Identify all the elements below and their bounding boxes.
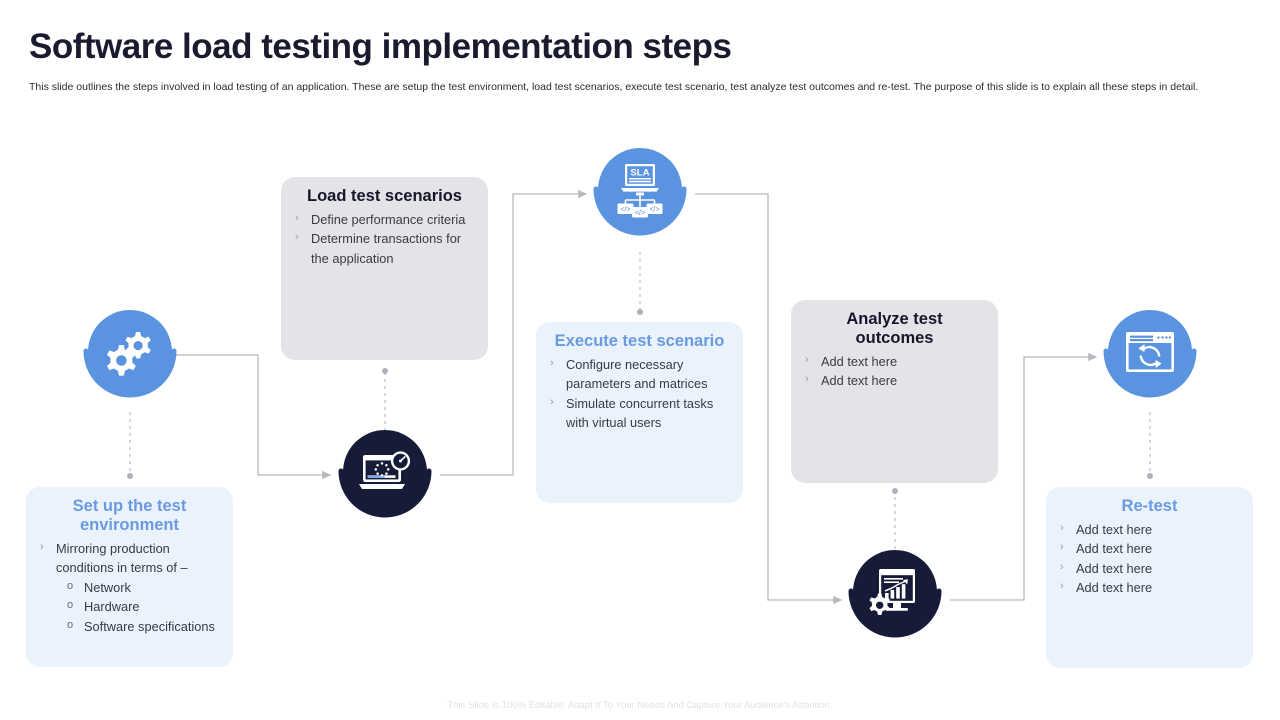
- badge-ring: [593, 186, 687, 236]
- chevron-icon: ›: [295, 211, 299, 224]
- bullet-text: Add text here: [821, 353, 898, 369]
- card-title-execute: Execute test scenario: [554, 332, 725, 350]
- step-card-retest[interactable]: Re-test › Add text here › Add text here …: [1046, 487, 1253, 668]
- step-icon-execute: SLA </>: [590, 143, 690, 243]
- chevron-icon: ›: [550, 395, 554, 408]
- bullet-text: Mirroring production conditions in terms…: [56, 540, 188, 576]
- list-item: › Add text here: [803, 352, 986, 371]
- svg-text:</>: </>: [635, 210, 645, 217]
- gears-icon: [88, 310, 172, 394]
- chevron-icon: ›: [1060, 560, 1064, 573]
- chevron-icon: ›: [1060, 541, 1064, 554]
- list-item: o Hardware: [62, 597, 221, 616]
- circle-bullet-icon: o: [67, 599, 74, 612]
- bullet-list-analyze: › Add text here › Add text here: [803, 352, 986, 391]
- list-item: › Add text here: [1058, 559, 1241, 578]
- sub-bullet-text: Network: [84, 579, 131, 595]
- list-item: › Configure necessary parameters and mat…: [548, 355, 731, 394]
- svg-text:SLA: SLA: [630, 168, 649, 179]
- card-title-retest: Re-test: [1121, 497, 1178, 515]
- circle-bullet-icon: o: [67, 579, 74, 592]
- list-item: › Add text here: [803, 371, 986, 390]
- bullet-text: Add text here: [1076, 560, 1153, 576]
- list-item: › Define performance criteria: [293, 210, 476, 229]
- chevron-icon: ›: [550, 356, 554, 369]
- chevron-icon: ›: [1060, 521, 1064, 534]
- bullet-list-setup: › Mirroring production conditions in ter…: [38, 539, 221, 636]
- chevron-icon: ›: [1060, 580, 1064, 593]
- badge-ring: [338, 468, 432, 518]
- list-item: › Determine transactions for the applica…: [293, 229, 476, 268]
- list-item: › Simulate concurrent tasks with virtual…: [548, 394, 731, 433]
- bullet-text: Add text here: [1076, 541, 1153, 557]
- chevron-icon: ›: [805, 353, 809, 366]
- bullet-list-retest: › Add text here › Add text here › Add te…: [1058, 520, 1241, 598]
- step-icon-load: [335, 425, 435, 525]
- bullet-text: Add text here: [1076, 521, 1153, 537]
- analytics-monitor-gear-icon: [853, 550, 937, 634]
- sub-bullet-list-setup: o Network o Hardware o Software specific…: [62, 578, 221, 636]
- card-title-analyze: Analyze test outcomes: [846, 310, 943, 347]
- bullet-text: Add text here: [821, 373, 898, 389]
- page-subtitle: This slide outlines the steps involved i…: [29, 81, 1199, 93]
- chevron-icon: ›: [295, 231, 299, 244]
- svg-text:</>: </>: [649, 207, 659, 214]
- bullet-list-load: › Define performance criteria › Determin…: [293, 210, 476, 268]
- card-title-load: Load test scenarios: [307, 187, 462, 205]
- bullet-text: Add text here: [1076, 580, 1153, 596]
- step-card-analyze[interactable]: Analyze test outcomes › Add text here › …: [791, 300, 998, 483]
- step-card-load[interactable]: Load test scenarios › Define performance…: [281, 177, 488, 360]
- sla-code-network-icon: SLA </>: [598, 148, 682, 232]
- chevron-icon: ›: [40, 540, 44, 553]
- sub-bullet-text: Software specifications: [84, 618, 215, 634]
- sub-bullet-text: Hardware: [84, 599, 140, 615]
- laptop-loading-gauge-icon: [343, 430, 427, 514]
- list-item: › Add text here: [1058, 520, 1241, 539]
- browser-refresh-icon: [1108, 310, 1192, 394]
- step-icon-setup: [80, 305, 180, 405]
- list-item: o Network: [62, 578, 221, 597]
- wire-setup-to-load: [156, 354, 332, 480]
- circle-bullet-icon: o: [67, 618, 74, 631]
- bullet-list-execute: › Configure necessary parameters and mat…: [548, 355, 731, 433]
- card-title-setup: Set up the test environment: [72, 497, 187, 534]
- list-item: › Mirroring production conditions in ter…: [38, 539, 221, 636]
- badge-ring: [83, 348, 177, 398]
- page-title: Software load testing implementation ste…: [29, 27, 732, 66]
- step-icon-retest: [1100, 305, 1200, 405]
- step-card-execute[interactable]: Execute test scenario › Configure necess…: [536, 322, 743, 503]
- bullet-text: Define performance criteria: [311, 211, 466, 227]
- bullet-text: Configure necessary parameters and matri…: [566, 356, 708, 392]
- svg-text:</>: </>: [620, 207, 630, 214]
- list-item: › Add text here: [1058, 578, 1241, 597]
- bullet-text: Simulate concurrent tasks with virtual u…: [566, 395, 714, 431]
- step-card-setup[interactable]: Set up the test environment › Mirroring …: [26, 487, 233, 667]
- footer-note: This Slide Is 100% Editable. Adapt It To…: [447, 700, 833, 711]
- badge-ring: [848, 588, 942, 638]
- bullet-text: Determine transactions for the applicati…: [311, 231, 462, 266]
- list-item: o Software specifications: [62, 617, 221, 636]
- step-icon-analyze: [845, 545, 945, 645]
- list-item: › Add text here: [1058, 539, 1241, 558]
- badge-ring: [1103, 348, 1197, 398]
- chevron-icon: ›: [805, 373, 809, 386]
